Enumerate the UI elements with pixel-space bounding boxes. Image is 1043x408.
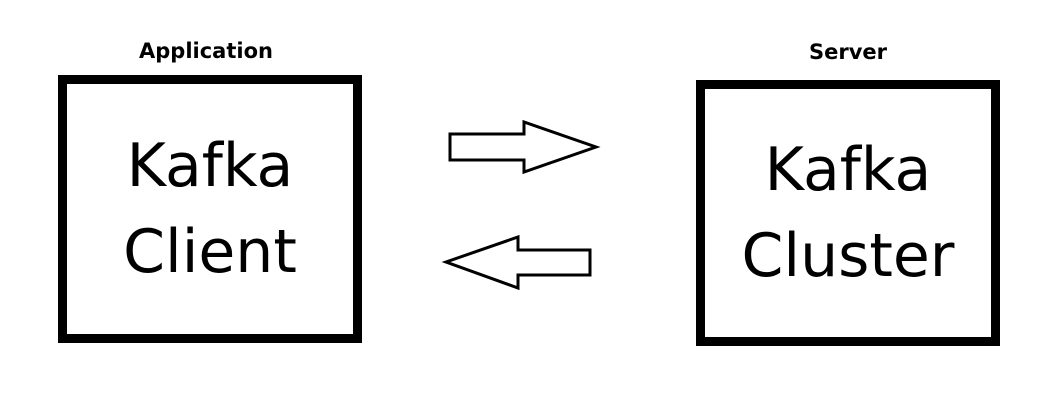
server-heading: Server xyxy=(808,40,887,64)
kafka-cluster-label-line-2: Cluster xyxy=(741,221,955,291)
kafka-client-label-line-1: Kafka xyxy=(126,131,294,201)
kafka-cluster-box: Kafka Cluster xyxy=(696,80,1000,346)
arrow-right-icon xyxy=(448,119,601,175)
kafka-client-box: Kafka Client xyxy=(58,75,362,343)
application-heading: Application xyxy=(139,39,273,63)
kafka-client-label-line-2: Client xyxy=(123,217,297,287)
arrow-left-icon xyxy=(441,234,592,291)
kafka-cluster-label-line-1: Kafka xyxy=(764,135,932,205)
